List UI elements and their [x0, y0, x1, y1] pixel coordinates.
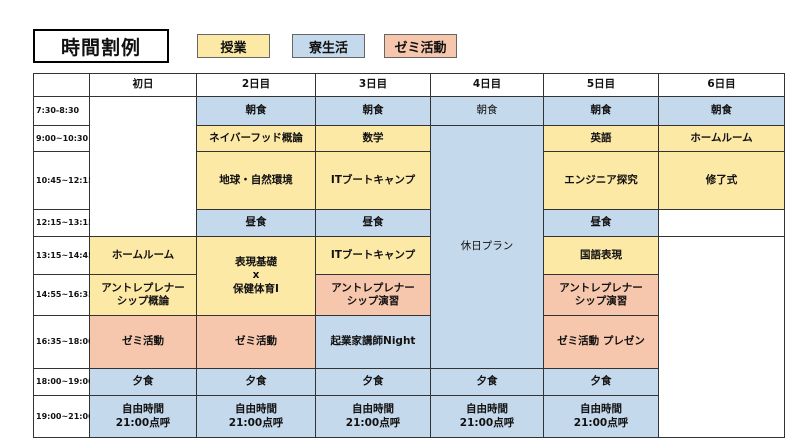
- time-slot: 12:15~13:15: [33, 210, 94, 237]
- time-slot: 9:00~10:30: [33, 126, 90, 152]
- day5-breakfast: 朝食: [544, 97, 659, 126]
- day2-free-time: 自由時間 21:00点呼: [197, 396, 316, 438]
- day1-period5: ゼミ活動: [90, 316, 197, 369]
- day3-breakfast: 朝食: [316, 97, 431, 126]
- day5-period2: エンジニア探究: [544, 152, 659, 210]
- day1-dinner: 夕食: [90, 369, 197, 396]
- legend-zemi: ゼミ活動: [384, 34, 457, 58]
- header-day-3: 3日目: [316, 73, 431, 97]
- day3-period3: ITブートキャンプ: [316, 237, 431, 275]
- day3-period5: 起業家講師Night: [316, 316, 431, 369]
- day2-period3-4: 表現基礎 x 保健体育Ⅰ: [197, 237, 316, 316]
- day4-holiday-plan: 休日プラン: [431, 126, 544, 369]
- header-day-2: 2日目: [197, 73, 316, 97]
- day6-empty-lunch: [659, 210, 785, 237]
- day6-period2: 修了式: [659, 152, 785, 210]
- legend-dorm: 寮生活: [292, 34, 365, 58]
- day4-free-time: 自由時間 21:00点呼: [431, 396, 544, 438]
- header-corner: [33, 73, 90, 97]
- time-slot: 19:00~21:00: [33, 396, 94, 438]
- legend-class: 授業: [197, 34, 270, 58]
- day4-breakfast: 朝食: [431, 97, 544, 126]
- day5-period3: 国語表現: [544, 237, 659, 275]
- day3-period2: ITブートキャンプ: [316, 152, 431, 210]
- day3-dinner: 夕食: [316, 369, 431, 396]
- time-slot: 10:45~12:15: [33, 152, 94, 210]
- day1-period3: ホームルーム: [90, 237, 197, 275]
- header-day-1: 初日: [90, 73, 197, 97]
- day3-lunch: 昼食: [316, 210, 431, 237]
- day6-breakfast: 朝食: [659, 97, 785, 126]
- day5-period1: 英語: [544, 126, 659, 152]
- day3-period1: 数学: [316, 126, 431, 152]
- day5-period4: アントレプレナー シップ演習: [544, 275, 659, 316]
- day5-free-time: 自由時間 21:00点呼: [544, 396, 659, 438]
- day6-period1: ホームルーム: [659, 126, 785, 152]
- page-title: 時間割例: [33, 29, 169, 63]
- day4-dinner: 夕食: [431, 369, 544, 396]
- day2-period5: ゼミ活動: [197, 316, 316, 369]
- day2-breakfast: 朝食: [197, 97, 316, 126]
- day5-period5: ゼミ活動 プレゼン: [544, 316, 659, 369]
- day2-lunch: 昼食: [197, 210, 316, 237]
- day1-free-time: 自由時間 21:00点呼: [90, 396, 197, 438]
- day2-period1: ネイバーフッド概論: [197, 126, 316, 152]
- day1-empty-morning: [90, 97, 197, 237]
- day3-period4: アントレプレナー シップ演習: [316, 275, 431, 316]
- day6-empty-afternoon: [659, 237, 785, 438]
- day5-lunch: 昼食: [544, 210, 659, 237]
- header-day-6: 6日目: [659, 73, 785, 97]
- time-slot: 16:35~18:00: [33, 316, 94, 369]
- day5-dinner: 夕食: [544, 369, 659, 396]
- time-slot: 7:30-8:30: [33, 97, 90, 126]
- day2-dinner: 夕食: [197, 369, 316, 396]
- day2-period2: 地球・自然環境: [197, 152, 316, 210]
- time-slot: 14:55~16:35: [33, 275, 94, 316]
- time-slot: 18:00~19:00: [33, 369, 94, 396]
- header-day-5: 5日目: [544, 73, 659, 97]
- day3-free-time: 自由時間 21:00点呼: [316, 396, 431, 438]
- header-day-4: 4日目: [431, 73, 544, 97]
- time-slot: 13:15~14:45: [33, 237, 94, 275]
- day1-period4: アントレプレナー シップ概論: [90, 275, 197, 316]
